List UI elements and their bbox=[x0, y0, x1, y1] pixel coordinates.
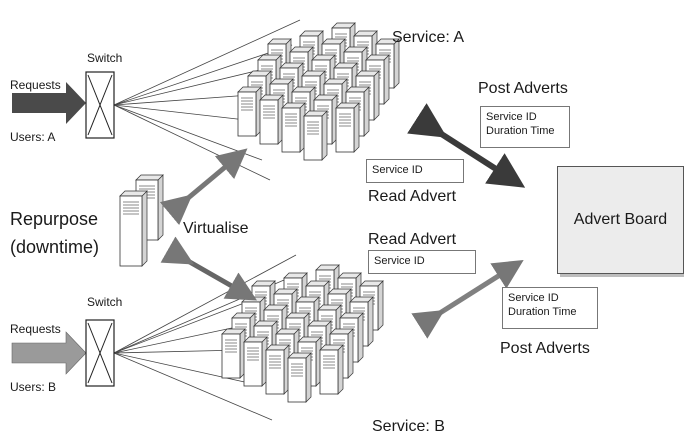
virtualise-arrow-bottom bbox=[160, 236, 258, 301]
read-advert-box-b: Service ID bbox=[368, 250, 476, 274]
server-icon bbox=[119, 190, 148, 267]
duration-time-field: Duration Time bbox=[486, 125, 555, 137]
users-a-label: Users: A bbox=[10, 130, 56, 144]
advert-board: Advert Board bbox=[557, 166, 684, 274]
connection-line bbox=[113, 94, 251, 106]
server-icon bbox=[303, 110, 328, 161]
server-icon bbox=[243, 336, 268, 387]
post-advert-box-a: Service ID Duration Time bbox=[480, 106, 570, 148]
server-icon bbox=[335, 102, 360, 153]
downtime-label: (downtime) bbox=[10, 237, 100, 257]
post-advert-arrow-a bbox=[407, 103, 526, 188]
post-adverts-label-top: Post Adverts bbox=[478, 80, 568, 97]
post-adverts-label-bottom: Post Adverts bbox=[500, 340, 590, 357]
service-b-label: Service: B bbox=[372, 418, 445, 435]
server-icon bbox=[237, 86, 262, 137]
connection-line bbox=[113, 352, 259, 386]
connection-line bbox=[113, 104, 247, 121]
server-icon bbox=[265, 344, 290, 395]
requests-arrow-b bbox=[11, 331, 87, 375]
service-id-field: Service ID bbox=[486, 111, 537, 123]
connection-line bbox=[113, 349, 243, 354]
server-icon bbox=[319, 344, 344, 395]
switch-label-top: Switch bbox=[87, 51, 123, 65]
duration-time-field: Duration Time bbox=[508, 306, 577, 318]
read-advert-label-bottom: Read Advert bbox=[368, 231, 457, 248]
connection-line bbox=[113, 69, 261, 106]
read-advert-label-top: Read Advert bbox=[368, 188, 457, 205]
repurpose-label: Repurpose bbox=[10, 209, 99, 229]
switch-connections-bottom bbox=[113, 254, 297, 421]
switch-label-bottom: Switch bbox=[87, 295, 123, 309]
connection-line bbox=[113, 324, 247, 354]
server-icon bbox=[281, 102, 306, 153]
server-cluster-b bbox=[221, 264, 384, 403]
requests-arrow-a bbox=[12, 82, 86, 124]
connection-line bbox=[113, 19, 301, 106]
post-advert-box-b: Service ID Duration Time bbox=[502, 287, 598, 329]
connection-line bbox=[113, 299, 253, 354]
switch-connections-top bbox=[113, 19, 301, 181]
server-icon bbox=[287, 352, 312, 403]
post-advert-arrow-b bbox=[411, 259, 524, 339]
users-b-label: Users: B bbox=[10, 380, 57, 394]
service-id-field: Service ID bbox=[508, 292, 559, 304]
virtualise-arrow-top bbox=[159, 148, 248, 226]
advert-board-label: Advert Board bbox=[573, 211, 668, 228]
virtualise-label: Virtualise bbox=[183, 220, 249, 237]
service-id-field: Service ID bbox=[372, 164, 423, 176]
requests-label-top: Requests bbox=[10, 78, 61, 92]
server-icon bbox=[259, 94, 284, 145]
connection-line bbox=[113, 352, 273, 421]
read-advert-box-a: Service ID bbox=[366, 159, 464, 183]
service-id-field: Service ID bbox=[374, 255, 425, 267]
service-a-label: Service: A bbox=[392, 29, 465, 46]
switch-a bbox=[85, 71, 115, 139]
connection-line bbox=[113, 44, 293, 106]
repurposed-servers bbox=[119, 174, 164, 267]
server-icon bbox=[221, 328, 246, 379]
requests-label-bottom: Requests bbox=[10, 322, 61, 336]
server-cluster-a bbox=[237, 22, 400, 161]
connection-line bbox=[113, 254, 297, 354]
switch-b bbox=[85, 319, 115, 387]
